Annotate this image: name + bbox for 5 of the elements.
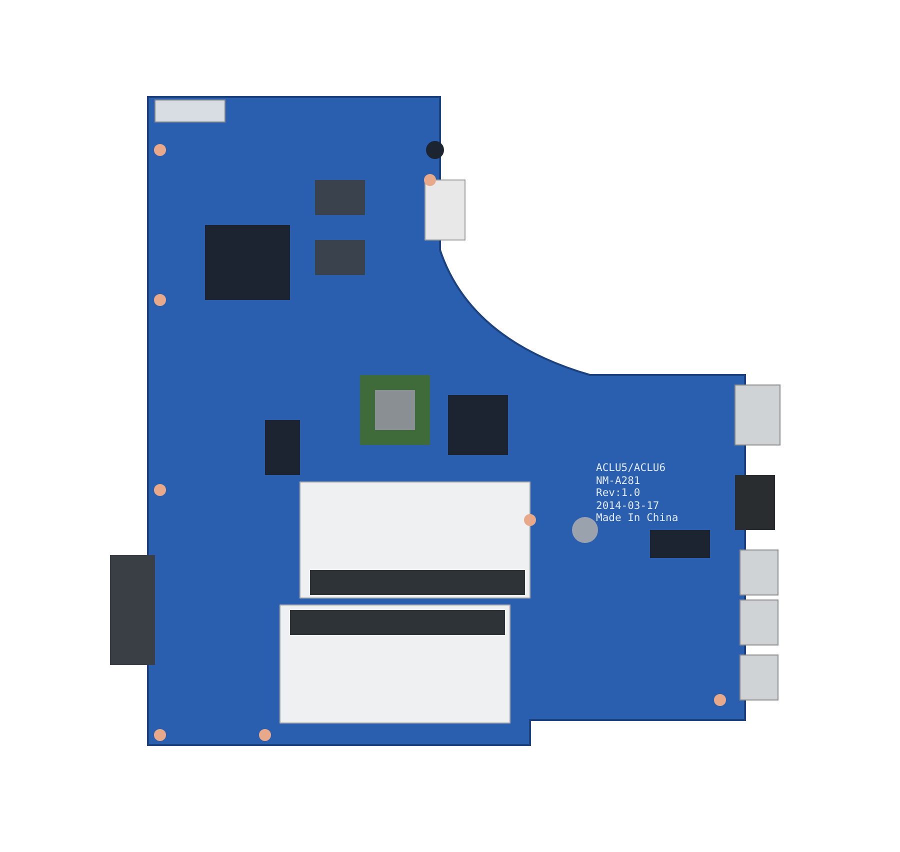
silkscreen-text: 2014-03-17 [596, 500, 660, 512]
silkscreen-text: ACLU5/ACLU6 [596, 462, 667, 474]
silkscreen-text: NM-A281 [596, 474, 642, 487]
silkscreen-text: Made In China [596, 512, 680, 524]
silkscreen-text: Rev:1.0 [596, 487, 642, 500]
